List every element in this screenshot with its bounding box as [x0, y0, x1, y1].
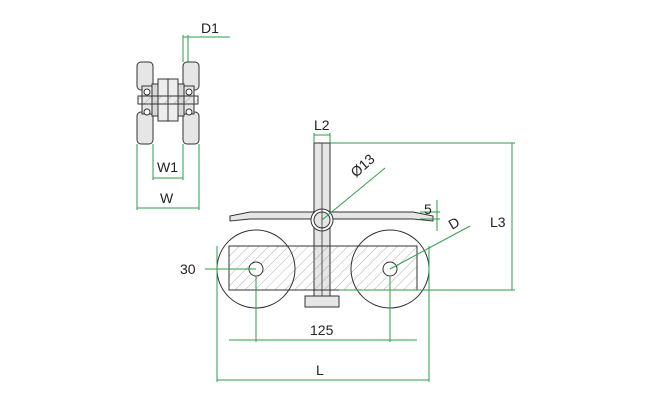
side-view-dimensions — [136, 35, 230, 210]
dimension-labels: D1 W1 W L2 Ø13 5 D L3 30 125 L — [157, 20, 506, 378]
label-d: D — [446, 214, 463, 233]
label-d1: D1 — [201, 20, 219, 36]
label-30: 30 — [180, 261, 196, 277]
side-view — [136, 61, 200, 145]
dim-d-leader — [389, 225, 471, 270]
side-bolt — [185, 108, 193, 116]
front-view-dimensions — [205, 133, 515, 382]
front-view — [216, 142, 434, 309]
side-bolt — [143, 108, 151, 116]
label-w: W — [160, 190, 174, 206]
base-plate — [304, 295, 340, 308]
side-wheel-right-bottom — [182, 111, 200, 145]
label-dia13: Ø13 — [347, 150, 378, 180]
side-bolt — [185, 88, 193, 96]
side-bolt — [143, 88, 151, 96]
label-125: 125 — [310, 322, 334, 338]
dim-dia13-leader — [321, 167, 386, 221]
label-l3: L3 — [490, 214, 506, 230]
label-l: L — [316, 362, 324, 378]
label-5: 5 — [424, 201, 432, 217]
label-l2: L2 — [314, 117, 330, 133]
label-w1: W1 — [157, 159, 178, 175]
side-wheel-left-bottom — [136, 111, 154, 145]
